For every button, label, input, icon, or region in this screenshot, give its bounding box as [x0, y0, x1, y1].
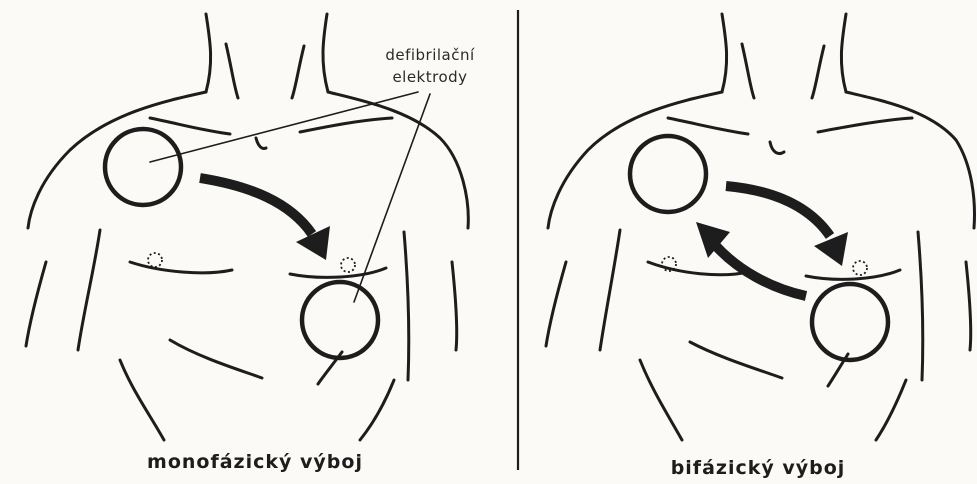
annotation-line-2: elektrody [392, 68, 467, 86]
right-arm-outer [966, 262, 971, 350]
left-flank [120, 360, 164, 440]
nipple-right [853, 261, 867, 275]
left-arm-inner [600, 230, 620, 350]
neck-inner-left [226, 44, 238, 98]
neck-inner-left [742, 44, 754, 98]
left-arm-outer [26, 262, 46, 346]
left-flank [640, 360, 682, 440]
caption-biphasic: bifázický výboj [671, 457, 846, 479]
sternal-notch [256, 138, 266, 149]
current-arrow-monophasic [200, 178, 330, 260]
abdomen-line-left [170, 340, 262, 378]
left-arm-outer [546, 262, 566, 346]
right-side [918, 232, 923, 380]
left-pectoral-line [130, 262, 232, 273]
right-pectoral-line [290, 268, 386, 277]
electrode-upper [105, 129, 181, 205]
current-arrow-biphasic-return [696, 222, 806, 296]
neck-left-side [206, 14, 211, 92]
arrow-shaft [716, 246, 806, 296]
left-clavicle [668, 118, 748, 134]
electrode-upper [630, 136, 706, 212]
neck-left-side [722, 14, 727, 92]
panel-biphasic: bifázický výboj [546, 14, 974, 479]
annotation-line-1: defibrilační [385, 46, 475, 64]
current-arrow-biphasic-forward [726, 186, 848, 266]
right-flank [360, 380, 394, 440]
panel-monophasic: defibrilační elektrody monofázický výboj [26, 14, 475, 473]
arrow-head [814, 232, 848, 266]
sternal-notch [770, 142, 784, 154]
arrow-shaft [200, 178, 312, 234]
nipple-right [341, 258, 355, 272]
neck-inner-right [812, 46, 824, 98]
neck-inner-right [292, 46, 304, 98]
right-arm-outer [452, 262, 457, 350]
right-clavicle [818, 118, 912, 132]
left-arm-inner [78, 230, 100, 350]
right-shoulder [328, 92, 468, 228]
neck-right-side [323, 14, 328, 92]
caption-monophasic: monofázický výboj [147, 451, 363, 473]
right-flank [876, 380, 906, 440]
leader-line-lower [354, 94, 430, 302]
nipple-left [148, 253, 162, 267]
abdomen-line-left [690, 342, 782, 378]
arrow-shaft [726, 186, 830, 236]
right-side [404, 232, 409, 380]
right-clavicle [300, 118, 392, 132]
electrode-lower [812, 284, 888, 360]
neck-right-side [841, 14, 846, 92]
torso-outline-right [546, 14, 974, 440]
electrode-lower [302, 282, 378, 358]
right-shoulder [846, 92, 974, 228]
